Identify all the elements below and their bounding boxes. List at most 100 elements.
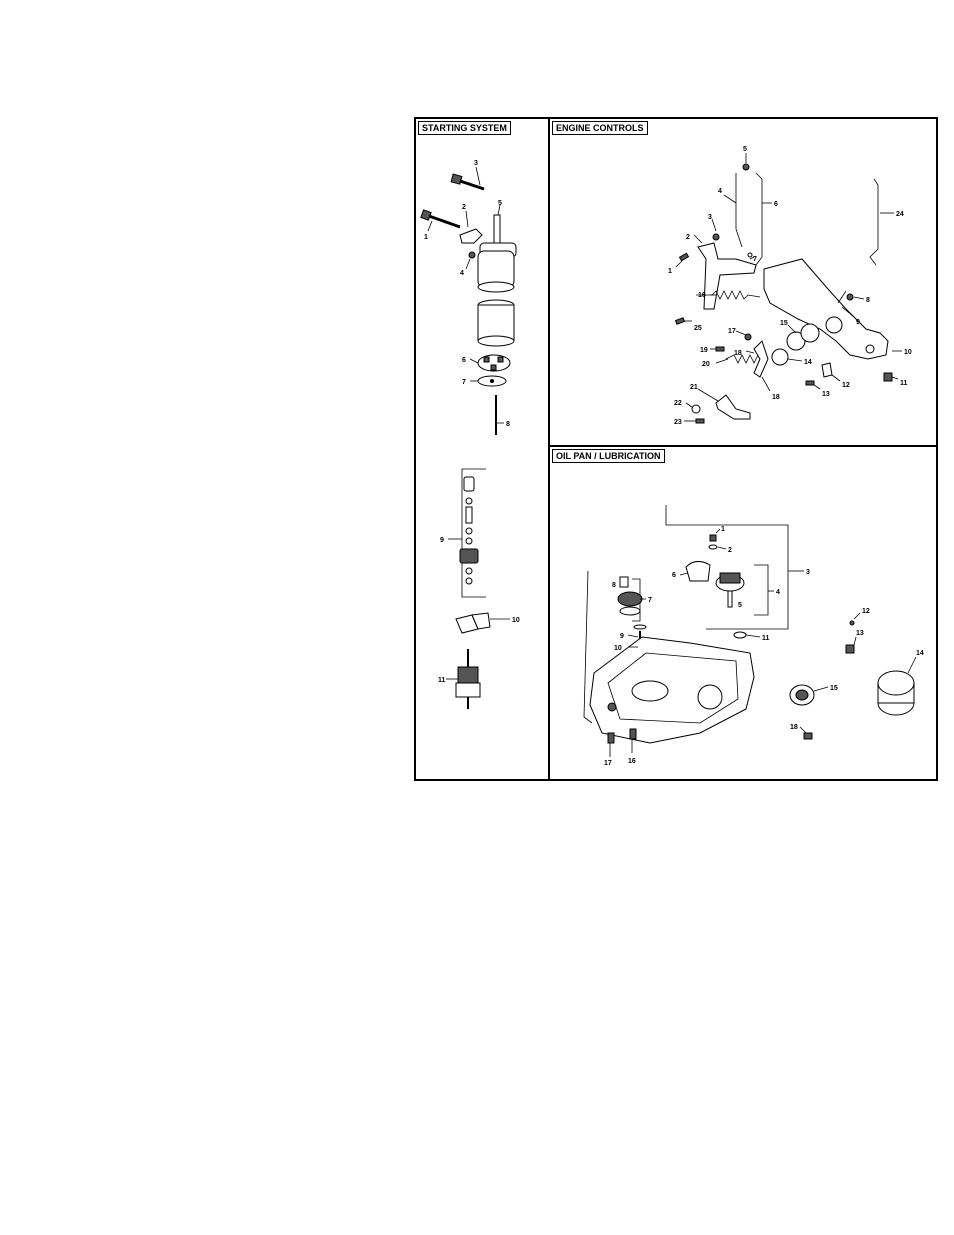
callout-18: 18 [772,394,780,401]
callout-19: 19 [700,347,708,354]
callout-16: 16 [698,292,706,299]
part-washer-14 [772,349,788,365]
callout-14: 14 [804,359,812,366]
callout-18b: 18 [734,350,742,357]
part-washer-9 [634,625,646,629]
part-screw-16 [630,729,636,739]
callout-2: 2 [686,234,690,241]
callout-12: 12 [862,608,870,615]
callout-6: 6 [672,572,676,579]
part-pump-cover-6 [686,561,710,581]
callout-17: 17 [728,328,736,335]
part-washer-22 [692,405,700,413]
callout-8: 8 [612,582,616,589]
part-nut-3 [713,234,719,240]
part-screw-19 [716,347,724,351]
part-rod-4 [736,173,742,247]
callout-10: 10 [614,645,622,652]
callout-7: 7 [462,379,466,386]
callout-2: 2 [462,204,466,211]
callout-6: 6 [774,201,778,208]
part-rod-24 [870,179,878,265]
part-plug-1 [710,535,716,541]
callout-4: 4 [460,270,464,277]
part-screw-13 [806,381,814,385]
starting-system-drawing: 3 1 2 5 4 6 7 8 9 10 11 [416,119,550,779]
callout-12: 12 [842,382,850,389]
callout-5: 5 [743,146,747,153]
callout-1: 1 [721,526,725,533]
part-armature-11 [456,649,480,709]
callout-11: 11 [438,677,446,684]
part-screw-17 [608,733,614,743]
callout-10: 10 [904,349,912,356]
callout-11: 11 [900,380,908,387]
part-lever-2 [698,243,756,309]
part-o-ring-11 [734,632,746,638]
oil-pan-lubrication-panel: OIL PAN / LUBRICATION [550,447,936,779]
part-screw-1 [680,253,689,260]
part-nut-4 [469,252,475,258]
part-oil-filter-14 [878,671,914,715]
part-starter-motor [478,215,516,292]
callout-3: 3 [708,214,712,221]
callout-2: 2 [728,547,732,554]
callout-20: 20 [702,361,710,368]
callout-5: 5 [498,200,502,207]
part-oil-pan [590,637,754,743]
part-pin-9 [838,291,846,303]
part-clip-5 [743,164,749,170]
callout-1: 1 [668,268,672,275]
part-plug-12 [850,621,854,625]
callout-11: 11 [762,635,770,642]
callout-4: 4 [718,188,722,195]
engine-controls-drawing: 5 4 6 24 3 2 1 7 8 9 10 11 12 13 14 15 1… [550,119,936,447]
callout-24: 24 [896,211,904,218]
part-washer-2 [709,545,717,549]
part-seal-15 [790,685,814,705]
callout-3: 3 [806,569,810,576]
callout-23: 23 [674,419,682,426]
oil-pan-drawing: 1 2 3 4 5 6 7 8 9 10 11 12 13 14 15 16 1… [550,447,936,779]
part-washer-15b [801,324,819,342]
engine-controls-panel: ENGINE CONTROLS [550,119,936,447]
callout-14: 14 [916,650,924,657]
callout-15: 15 [780,320,788,327]
callout-3: 3 [474,160,478,167]
part-pin-7 [748,253,752,257]
part-brush-plate-6 [478,355,510,371]
part-brushes-10 [456,613,490,633]
part-governor-gear-7 [618,577,642,615]
callout-10: 10 [512,617,520,624]
parts-diagram-frame: STARTING SYSTEM [414,117,938,781]
callout-13: 13 [822,391,830,398]
callout-22: 22 [674,400,682,407]
callout-9: 9 [440,537,444,544]
callout-21: 21 [690,384,698,391]
part-fitting-13 [846,645,854,653]
callout-5: 5 [738,602,742,609]
part-screw-23 [696,419,704,423]
callout-7: 7 [753,256,757,263]
callout-15: 15 [830,685,838,692]
callout-9: 9 [620,633,624,640]
callout-7: 7 [648,597,652,604]
part-lever-21 [716,395,750,419]
starting-system-panel: STARTING SYSTEM [416,119,550,779]
callout-8: 8 [866,297,870,304]
callout-18: 18 [790,724,798,731]
callout-17: 17 [604,760,612,767]
callout-4: 4 [776,589,780,596]
callout-1: 1 [424,234,428,241]
part-drive-kit-9 [460,469,486,597]
part-control-bracket-10 [764,259,888,359]
callout-13: 13 [856,630,864,637]
callout-6: 6 [462,357,466,364]
part-plug-18 [804,733,812,739]
part-nut-11 [884,373,892,381]
callout-9: 9 [856,319,860,326]
part-drive-housing [478,300,514,346]
part-screw-25 [676,318,685,324]
part-rod-6 [756,173,762,265]
part-bolt-1 [421,210,460,227]
